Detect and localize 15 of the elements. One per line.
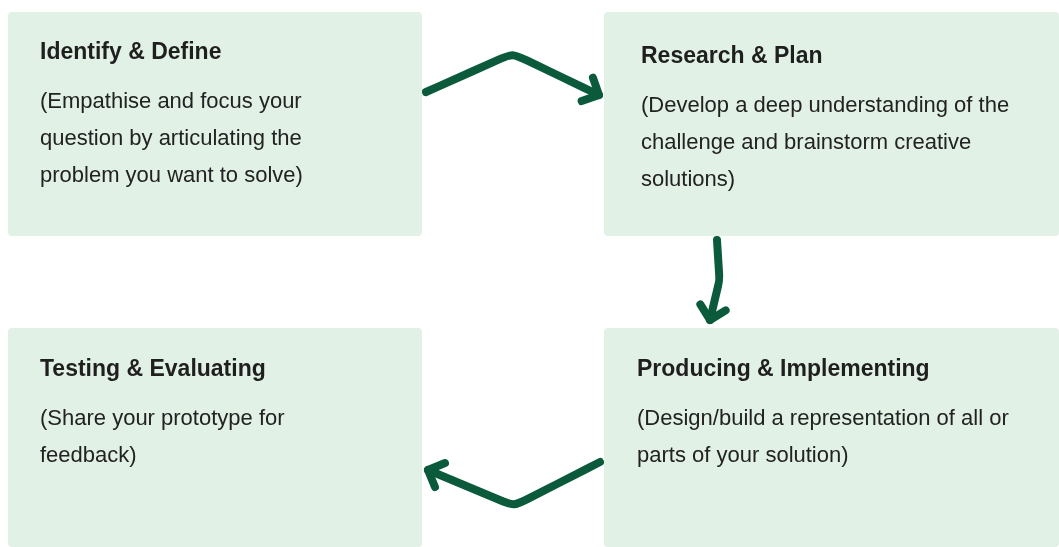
step-description: (Share your prototype for feedback) — [40, 404, 286, 469]
step-description: (Empathise and focus your question by articulating the problem you want to solve) — [40, 87, 304, 189]
arrow — [422, 51, 603, 106]
step-description: (Design/build a representation of all or parts of your solution) — [637, 404, 1010, 469]
arrow — [696, 236, 730, 324]
step-box — [604, 328, 1059, 547]
arrow — [424, 458, 604, 509]
step-title: Identify & Define — [40, 38, 222, 65]
step-box — [8, 328, 422, 547]
step-title: Testing & Evaluating — [40, 355, 266, 382]
step-description: (Develop a deep understanding of the challenge and brainstorm creative solutions) — [641, 91, 1011, 193]
step-title: Producing & Implementing — [637, 355, 930, 382]
step-box — [8, 12, 422, 236]
step-title: Research & Plan — [641, 42, 823, 69]
step-box — [604, 12, 1059, 236]
